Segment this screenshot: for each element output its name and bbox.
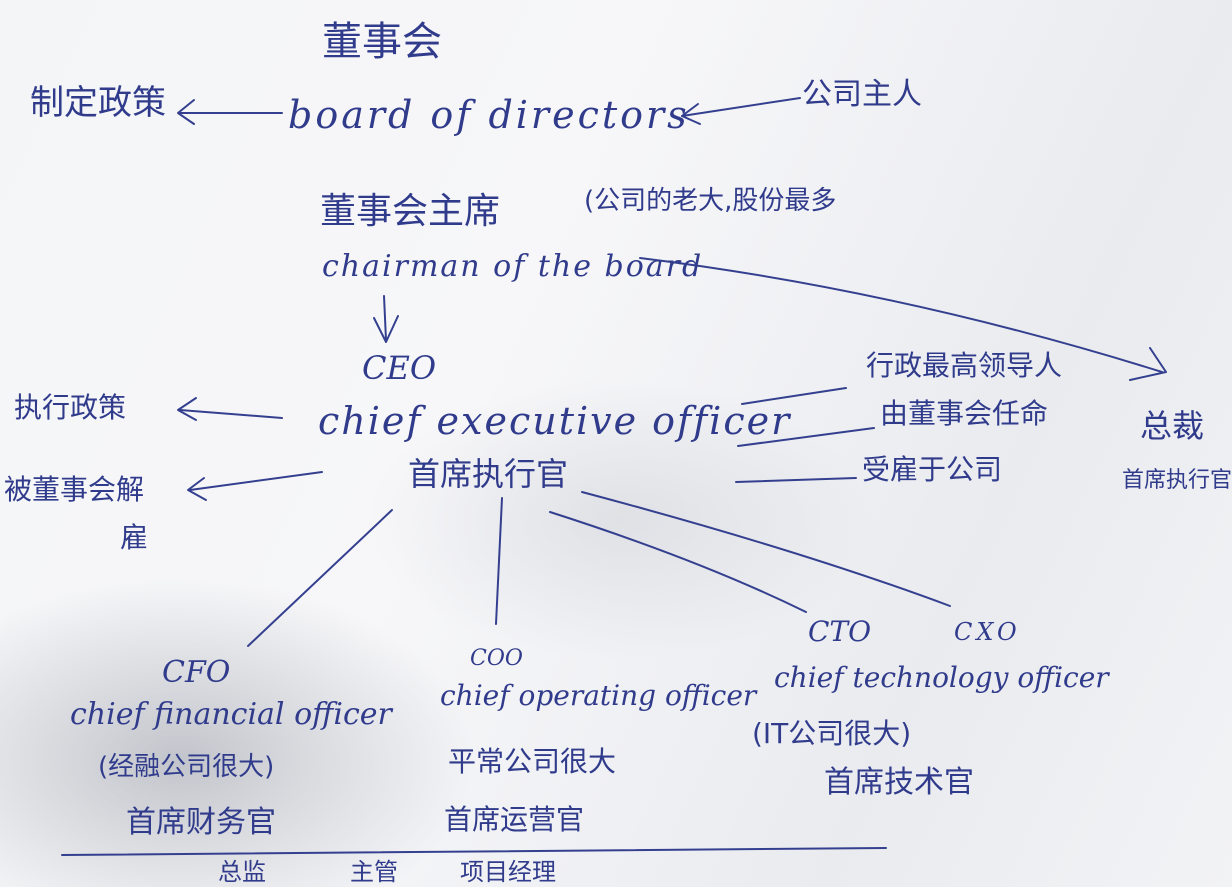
arrow-chairman-to-ceo <box>373 295 399 343</box>
ceo-right-note-3: 受雇于公司 <box>862 453 1003 486</box>
bottom-rule <box>61 847 887 856</box>
board-left-note: 制定政策 <box>30 83 166 123</box>
president-cn: 总裁 <box>1140 407 1205 445</box>
branch-cto <box>549 511 807 613</box>
ceo-en: chief executive officer <box>318 399 792 443</box>
cto-note: (IT公司很大) <box>752 717 912 750</box>
arrow-ceo-to-dismiss <box>187 471 323 501</box>
ceo-abbr: CEO <box>362 349 437 387</box>
ceo-right-note-1: 行政最高领导人 <box>866 349 1063 382</box>
chairman-cn: 董事会主席 <box>320 191 501 232</box>
footer-item-1: 总监 <box>218 858 266 886</box>
ceo-right-note-2: 由董事会任命 <box>880 397 1049 430</box>
footer-item-3: 项目经理 <box>460 858 556 886</box>
line-ceo-note-3 <box>735 477 857 483</box>
branch-cxo <box>581 491 951 607</box>
ceo-left-note-2: 被董事会解 <box>4 473 145 506</box>
arrow-board-to-policy <box>177 99 283 125</box>
branch-coo <box>495 497 503 625</box>
cfo-note: (经融公司很大) <box>98 752 275 782</box>
coo-abbr: COO <box>470 646 523 671</box>
cto-en: chief technology officer <box>774 661 1109 694</box>
footer-item-2: 主管 <box>350 858 398 886</box>
cfo-abbr: CFO <box>162 655 231 690</box>
ceo-cn: 首席执行官 <box>408 455 569 493</box>
line-ceo-note-1 <box>741 387 847 405</box>
chairman-note: (公司的老大,股份最多 <box>584 186 837 216</box>
arrow-chairman-to-president <box>639 257 1167 381</box>
chairman-en: chairman of the board <box>322 249 704 284</box>
ceo-left-note-1: 执行政策 <box>14 391 127 424</box>
board-en: board of directors <box>288 93 690 137</box>
coo-note: 平常公司很大 <box>448 745 617 778</box>
ceo-left-note-3: 雇 <box>120 521 149 554</box>
cxo-abbr: CXO <box>954 618 1021 646</box>
arrow-ceo-to-execute <box>177 397 283 421</box>
cfo-en: chief financial officer <box>70 697 392 732</box>
cto-cn: 首席技术官 <box>824 765 974 800</box>
cto-abbr: CTO <box>808 615 872 648</box>
cfo-cn: 首席财务官 <box>126 805 276 840</box>
arrow-owner-to-board <box>681 97 801 125</box>
board-cn: 董事会 <box>322 19 442 65</box>
branch-cfo <box>247 509 393 647</box>
coo-en: chief operating officer <box>440 679 757 712</box>
board-right-note: 公司主人 <box>802 77 922 112</box>
line-ceo-note-2 <box>737 427 875 447</box>
president-ceo-cn: 首席执行官 <box>1122 468 1232 493</box>
coo-cn: 首席运营官 <box>444 803 585 836</box>
